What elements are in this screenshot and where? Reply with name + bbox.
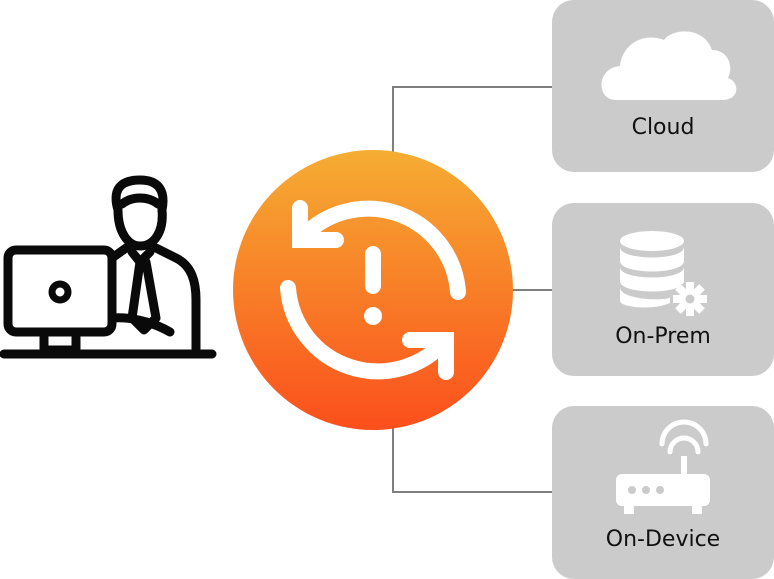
cloud-icon xyxy=(601,31,737,100)
connector-ondevice xyxy=(392,428,552,493)
target-card-onprem: On-Prem xyxy=(552,203,774,376)
sync-alert-icon xyxy=(280,200,466,380)
card-label-ondevice: On-Device xyxy=(605,527,721,552)
database-gear-icon xyxy=(620,231,707,316)
target-card-ondevice: On-Device xyxy=(552,406,774,579)
router-icon xyxy=(616,419,710,514)
connector-cloud xyxy=(392,86,552,152)
card-label-cloud: Cloud xyxy=(631,115,695,140)
card-label-onprem: On-Prem xyxy=(615,324,711,349)
target-card-cloud: Cloud xyxy=(552,0,774,172)
